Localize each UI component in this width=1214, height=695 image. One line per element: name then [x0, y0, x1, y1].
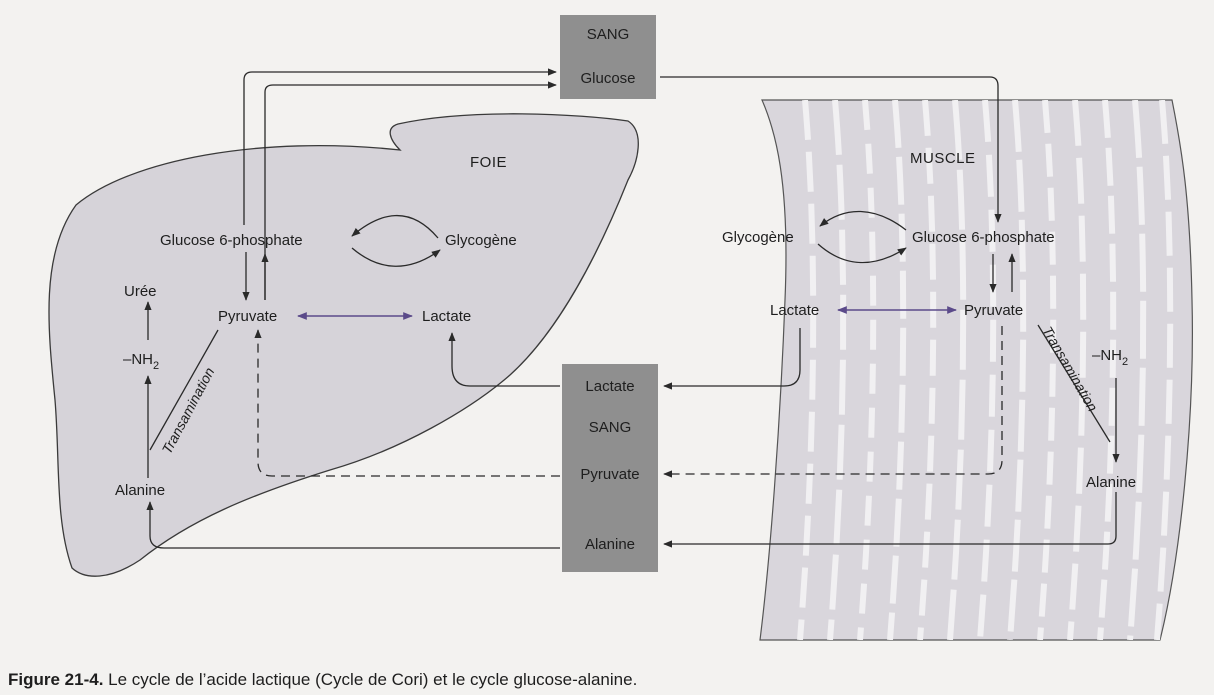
- liver-tissue: [49, 114, 638, 576]
- figure-caption-text: Le cycle de l’acide lactique (Cycle de C…: [103, 670, 637, 689]
- muscle-pyruvate: Pyruvate: [964, 302, 1023, 319]
- muscle-glycogen: Glycogène: [722, 229, 794, 246]
- blood-bottom-title: SANG: [589, 419, 632, 436]
- arrow-muscle-lactate-to-blood: [664, 328, 800, 386]
- muscle-g6p: Glucose 6-phosphate: [912, 229, 1055, 246]
- blood-top-title: SANG: [587, 26, 630, 43]
- blood-top-glucose: Glucose: [580, 70, 635, 87]
- muscle-lactate: Lactate: [770, 302, 819, 319]
- figure-caption: Figure 21-4. Le cycle de l’acide lactiqu…: [8, 670, 637, 690]
- blood-bottom-pyruvate: Pyruvate: [580, 466, 639, 483]
- muscle-nh2-subscript: 2: [1122, 356, 1128, 368]
- blood-bottom-alanine: Alanine: [585, 536, 635, 553]
- muscle-tissue: [760, 100, 1192, 640]
- liver-lactate: Lactate: [422, 308, 471, 325]
- muscle-nh2-text: –NH: [1092, 347, 1122, 364]
- figure-caption-label: Figure 21-4.: [8, 670, 103, 689]
- muscle-region-label: MUSCLE: [910, 150, 976, 167]
- liver-nh2-subscript: 2: [153, 360, 159, 372]
- liver-pyruvate: Pyruvate: [218, 308, 277, 325]
- liver-region-label: FOIE: [470, 154, 507, 171]
- muscle-alanine: Alanine: [1086, 474, 1136, 491]
- blood-bottom-lactate: Lactate: [585, 378, 634, 395]
- liver-g6p: Glucose 6-phosphate: [160, 232, 303, 249]
- liver-glycogen: Glycogène: [445, 232, 517, 249]
- liver-uree: Urée: [124, 283, 157, 300]
- liver-nh2-text: –NH: [123, 351, 153, 368]
- liver-alanine: Alanine: [115, 482, 165, 499]
